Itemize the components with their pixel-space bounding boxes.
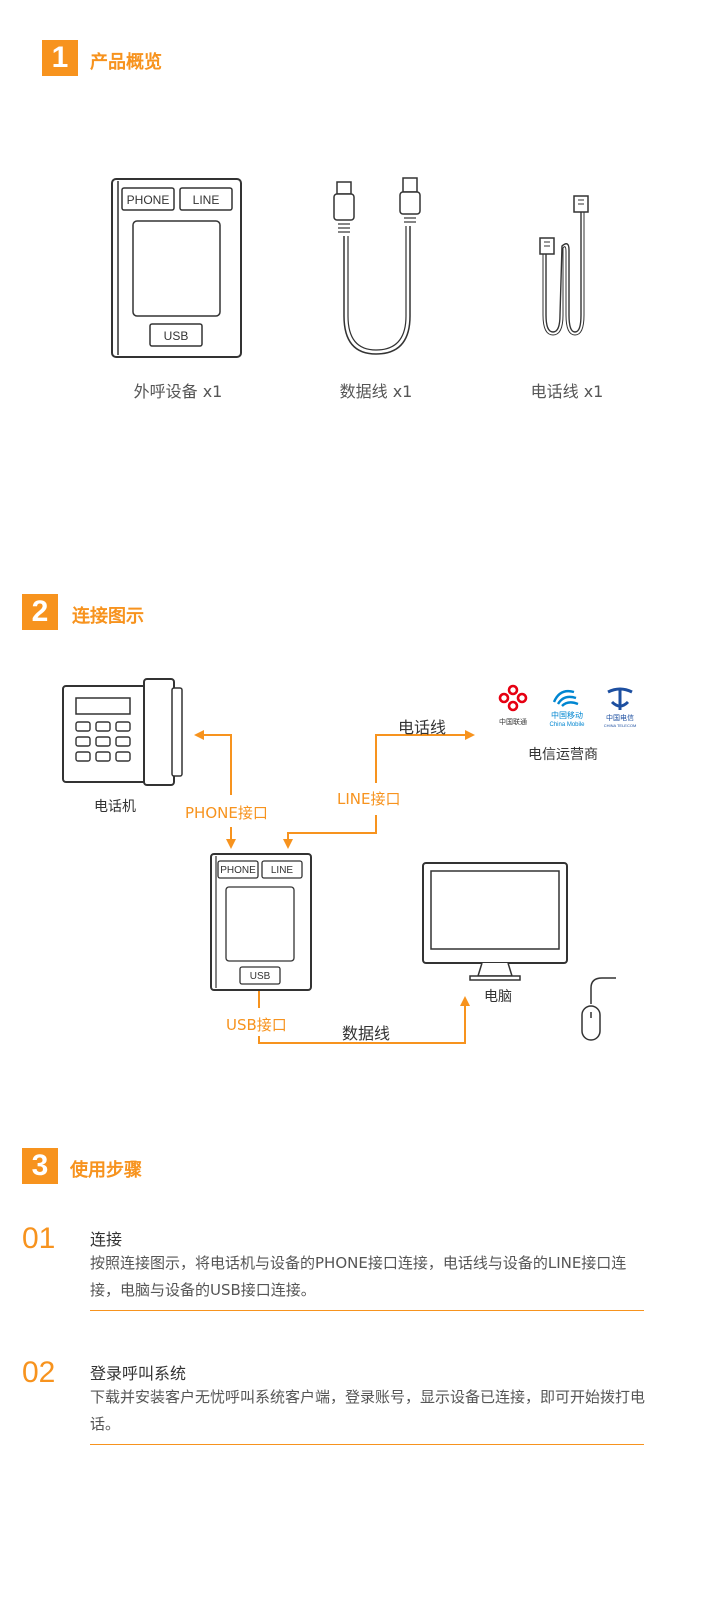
telephone-label: 电话机 <box>94 799 136 815</box>
step-2-divider <box>90 1444 644 1445</box>
china-mobile-logo: 中国移动 China Mobile <box>549 689 585 728</box>
phone-port <box>121 187 175 211</box>
diagram-phone-port <box>217 860 259 879</box>
section-1-title: 产品概览 <box>90 52 162 73</box>
svg-text:China Mobile: China Mobile <box>549 722 585 728</box>
section-2-number: 2 <box>22 594 58 630</box>
data-cable-label: 数据线 <box>342 1024 391 1043</box>
step-1-description: 按照连接图示，将电话机与设备的PHONE接口连接，电话线与设备的LINE接口连接… <box>90 1254 627 1299</box>
product-caption-phone-cord: 电话线 x1 <box>530 382 604 401</box>
svg-text:USB: USB <box>164 329 189 343</box>
device-diagram: PHONE LINE USB <box>210 853 312 991</box>
usb-link-right <box>258 996 470 1044</box>
line-link-in <box>283 815 377 849</box>
china-telecom-logo: 中国电信 CHINA TELECOM <box>604 687 637 728</box>
device-screen <box>132 220 221 317</box>
section-2-title: 连接图示 <box>72 606 144 627</box>
diagram-usb-port <box>239 966 281 985</box>
step-2-number: 02 <box>22 1356 56 1389</box>
step-2-title: 登录呼叫系统 <box>90 1364 187 1383</box>
step-1-title: 连接 <box>90 1230 123 1249</box>
computer-icon <box>422 862 616 1041</box>
telephone-icon <box>62 678 183 786</box>
section-1-number: 1 <box>42 40 78 76</box>
product-caption-data-cable: 数据线 x1 <box>339 382 413 401</box>
svg-text:PHONE: PHONE <box>220 865 256 876</box>
phone-port-label: PHONE接口 <box>185 804 268 822</box>
usb-port <box>149 323 203 347</box>
svg-text:LINE: LINE <box>271 865 294 876</box>
step-1-number: 01 <box>22 1222 56 1255</box>
step-2-description: 下载并安装客户无忧呼叫系统客户端，登录账号，显示设备已连接，即可开始拨打电话。 <box>90 1388 646 1433</box>
product-caption-device: 外呼设备 x1 <box>133 382 223 401</box>
phone-line-label: 电话线 <box>398 718 447 737</box>
usb-port-label: USB接口 <box>226 1016 287 1034</box>
section-3-title: 使用步骤 <box>70 1160 142 1181</box>
svg-text:中国联通: 中国联通 <box>499 717 527 726</box>
device-illustration: PHONE LINE USB <box>111 178 242 358</box>
carrier-label: 电信运营商 <box>528 747 598 763</box>
mouse-icon <box>581 1005 601 1041</box>
line-port <box>179 187 233 211</box>
svg-text:USB: USB <box>250 971 271 982</box>
usb-cable-icon <box>333 177 421 355</box>
svg-text:CHINA TELECOM: CHINA TELECOM <box>604 723 637 728</box>
china-unicom-logo: 中国联通 <box>498 684 528 726</box>
computer-label: 电脑 <box>484 989 512 1005</box>
phone-link-up <box>194 730 232 795</box>
line-link-out <box>375 730 475 783</box>
svg-text:中国电信: 中国电信 <box>606 713 634 722</box>
svg-text:LINE: LINE <box>193 193 220 207</box>
svg-text:PHONE: PHONE <box>127 193 170 207</box>
svg-text:中国移动: 中国移动 <box>551 710 583 720</box>
step-1-divider <box>90 1310 644 1311</box>
line-port-label: LINE接口 <box>337 790 401 808</box>
phone-cord-icon <box>539 195 589 336</box>
diagram-line-port <box>261 860 303 879</box>
section-3-number: 3 <box>22 1148 58 1184</box>
